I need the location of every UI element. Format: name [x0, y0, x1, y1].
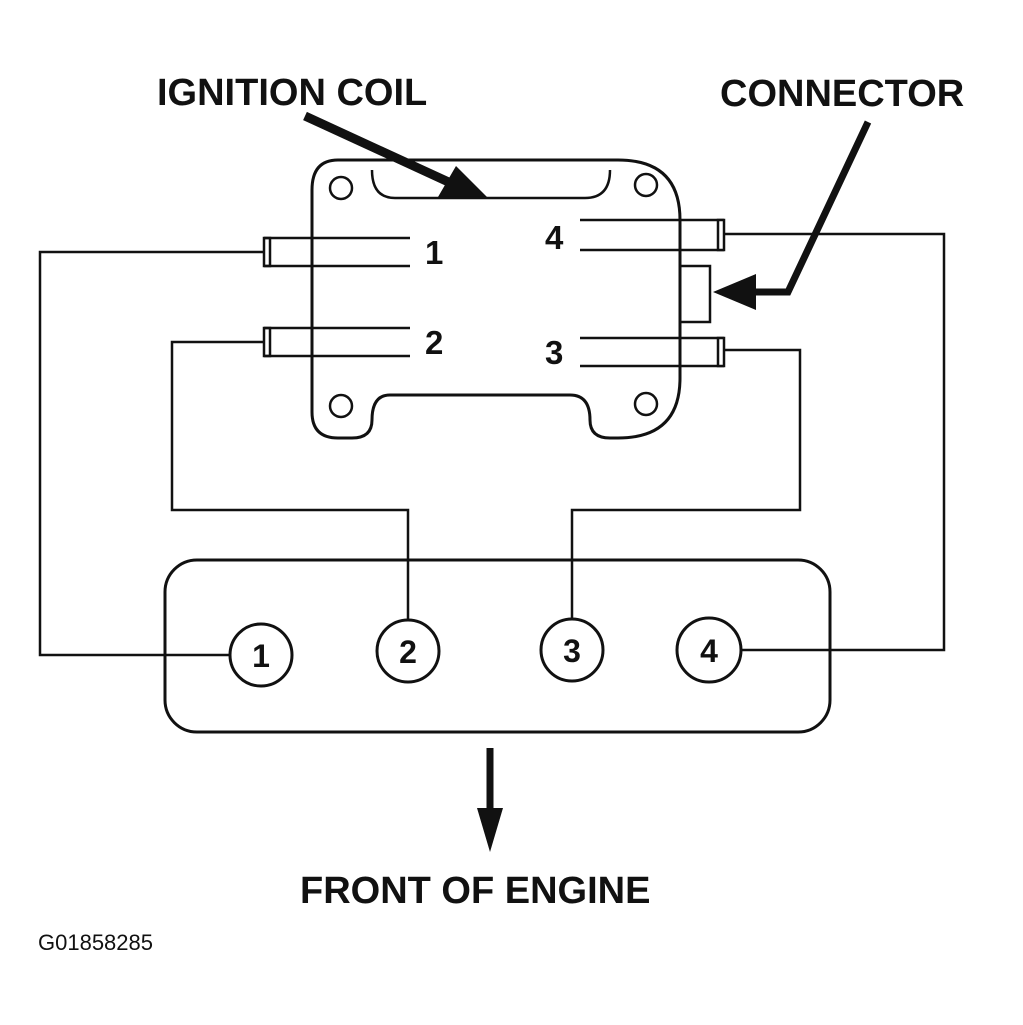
cylinder-4-label: 4	[700, 633, 718, 669]
coil-terminal-2-label: 2	[425, 324, 443, 361]
cylinder-4: 4	[675, 616, 743, 684]
connector-pointer-arrow	[713, 120, 872, 310]
cylinder-2-label: 2	[399, 634, 417, 670]
front-of-engine-arrow	[477, 748, 503, 852]
cylinder-3: 3	[539, 617, 605, 683]
ignition-coil-label: IGNITION COIL	[157, 72, 427, 114]
coil-connector	[678, 264, 712, 324]
figure-code: G01858285	[38, 930, 153, 955]
coil-terminal-4	[580, 218, 726, 252]
front-of-engine-label: FRONT OF ENGINE	[300, 870, 650, 912]
ignition-coil-pointer-arrow	[303, 111, 488, 198]
cylinder-3-label: 3	[563, 633, 581, 669]
mount-hole-top-left	[328, 175, 354, 201]
cylinder-1-label: 1	[252, 638, 270, 674]
coil-terminal-1	[262, 236, 410, 268]
engine-block	[163, 558, 832, 734]
connector-label: CONNECTOR	[720, 73, 964, 115]
coil-terminal-1-label: 1	[425, 234, 443, 271]
coil-terminal-4-label: 4	[545, 219, 564, 256]
wire-coil-1-to-cylinder-1	[38, 250, 264, 657]
cylinder-1: 1	[228, 622, 294, 688]
mount-hole-bottom-left	[328, 393, 354, 419]
wire-coil-4-to-cylinder-4	[724, 232, 946, 652]
wire-coil-3-to-cylinder-3	[570, 348, 802, 619]
coil-terminal-2	[262, 326, 410, 358]
ignition-coil-body	[310, 158, 682, 440]
mount-hole-top-right	[633, 172, 659, 198]
coil-terminal-3-label: 3	[545, 334, 563, 371]
cylinder-2: 2	[375, 618, 441, 684]
mount-hole-bottom-right	[633, 391, 659, 417]
coil-terminal-3	[580, 336, 726, 368]
wire-coil-2-to-cylinder-2	[170, 340, 410, 620]
